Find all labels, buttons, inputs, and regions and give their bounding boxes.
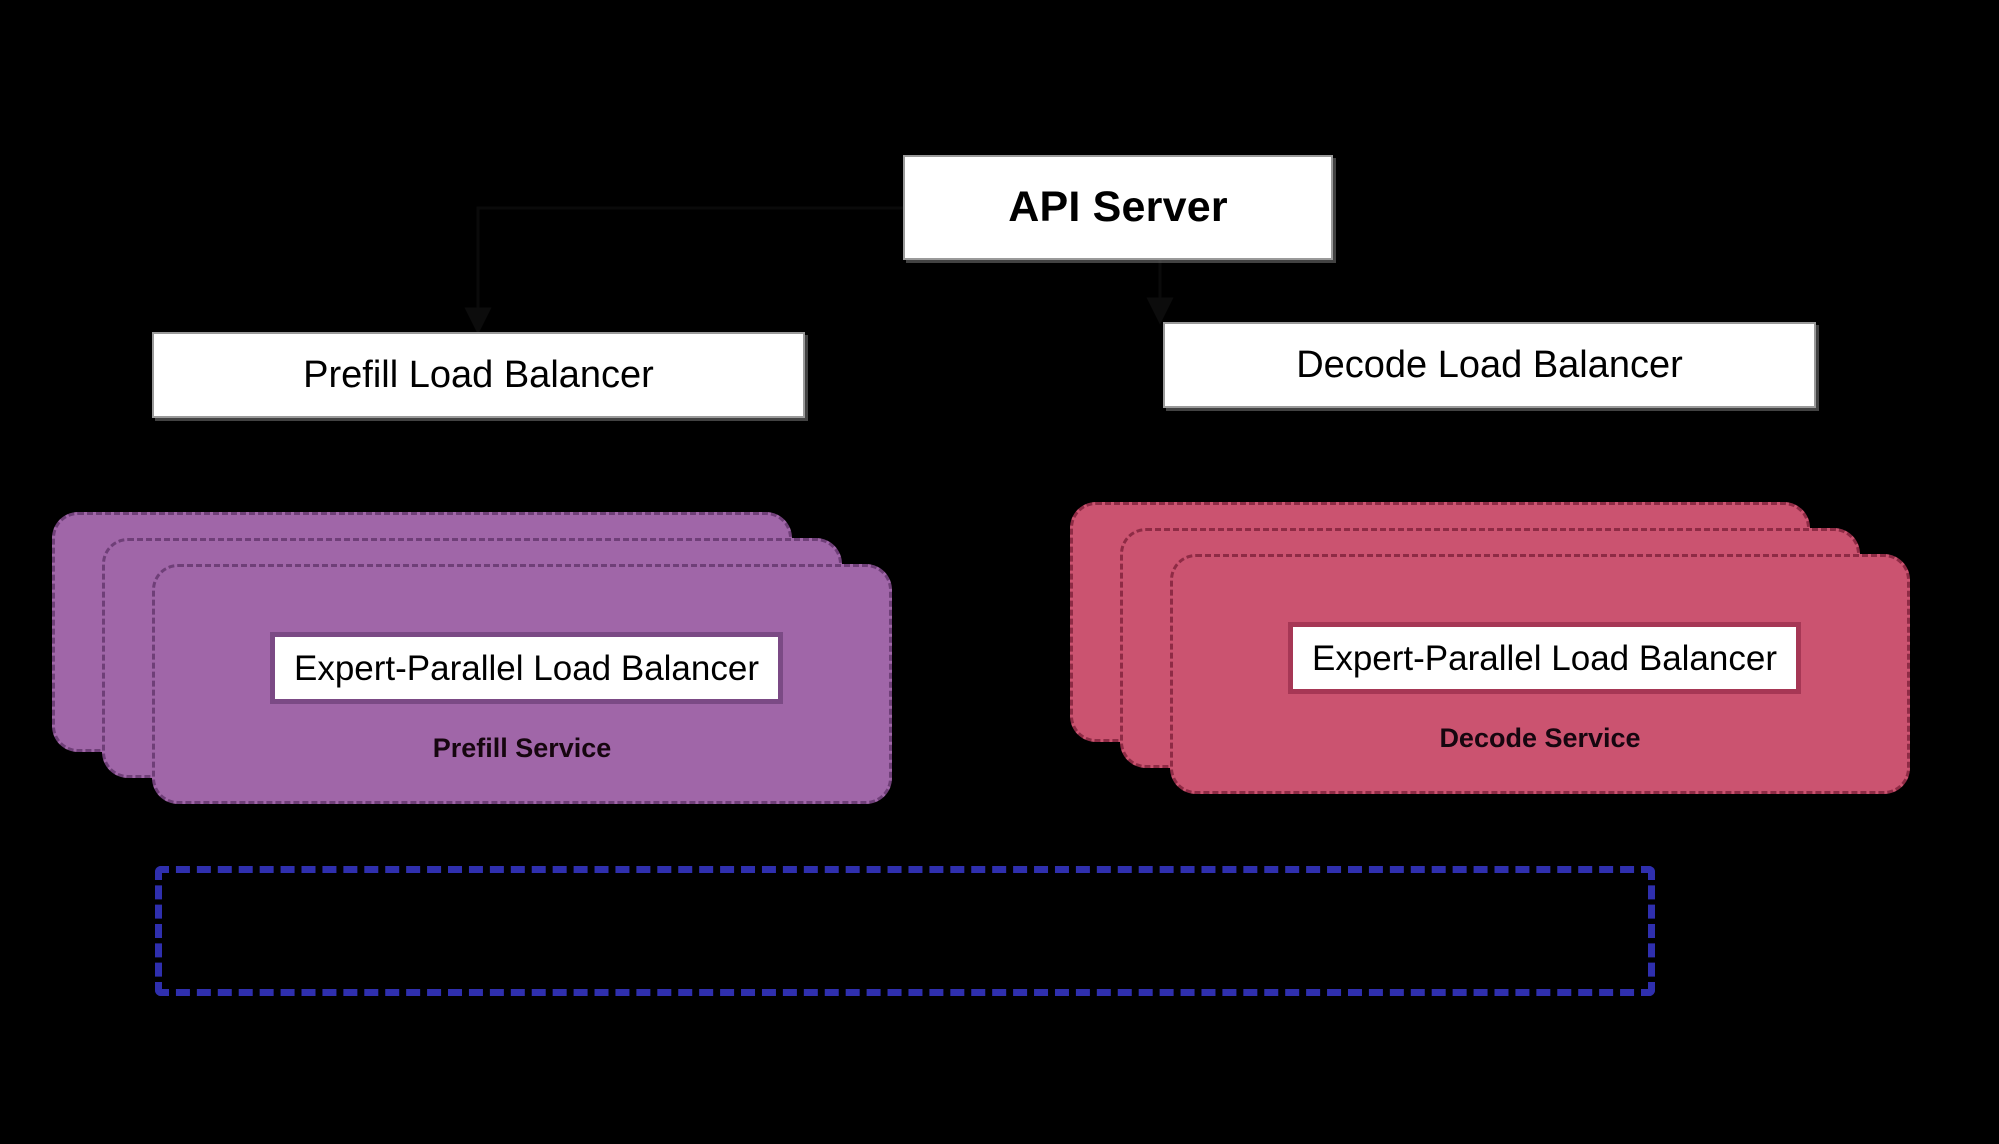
prefill-load-balancer-node[interactable]: Prefill Load Balancer (152, 332, 805, 418)
edge-api-to-prefill-lb (464, 206, 903, 335)
kv-transfer-container[interactable] (155, 866, 1655, 996)
decode-eplb-label: Expert-Parallel Load Balancer (1312, 638, 1777, 678)
decode-load-balancer-label: Decode Load Balancer (1296, 344, 1683, 386)
prefill-eplb-label: Expert-Parallel Load Balancer (294, 648, 759, 688)
prefill-service-replica-3[interactable]: Expert-Parallel Load Balancer Prefill Se… (152, 564, 892, 804)
decode-service-replica-3[interactable]: Expert-Parallel Load Balancer Decode Ser… (1170, 554, 1910, 794)
decode-expert-parallel-load-balancer[interactable]: Expert-Parallel Load Balancer (1288, 622, 1801, 694)
prefill-load-balancer-label: Prefill Load Balancer (303, 354, 654, 396)
prefill-service-stack: Expert-Parallel Load Balancer Prefill Se… (52, 512, 952, 812)
api-server-node[interactable]: API Server (903, 155, 1333, 260)
api-server-label: API Server (1008, 183, 1228, 231)
decode-load-balancer-node[interactable]: Decode Load Balancer (1163, 322, 1816, 408)
decode-service-stack: Expert-Parallel Load Balancer Decode Ser… (1070, 502, 1970, 802)
prefill-service-caption: Prefill Service (432, 733, 612, 763)
prefill-expert-parallel-load-balancer[interactable]: Expert-Parallel Load Balancer (270, 632, 783, 704)
decode-service-caption: Decode Service (1439, 723, 1641, 753)
